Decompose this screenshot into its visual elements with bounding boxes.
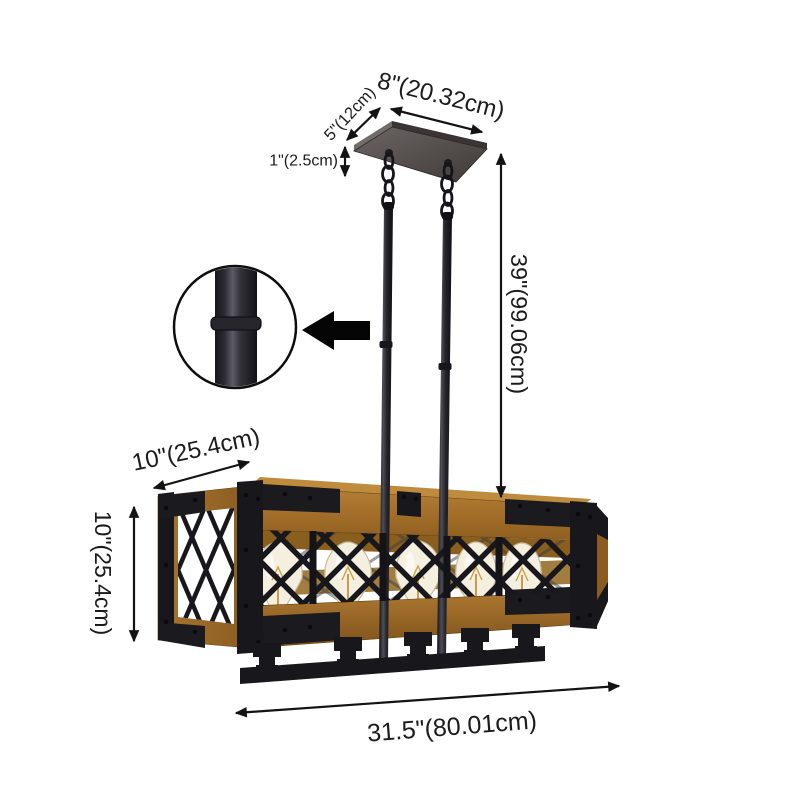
dim-fixture-height-label: 10"(25.4cm) <box>90 511 116 636</box>
end-bracket-top-left <box>158 491 205 519</box>
fixture-box-frame <box>157 477 608 654</box>
bolt-heads <box>163 491 593 645</box>
suspension-rod-right <box>437 215 452 656</box>
ceiling-canopy <box>353 121 488 183</box>
detail-pointer-arrow <box>302 311 370 350</box>
dim-fixture-width: 31.5"(80.01cm) <box>234 681 621 748</box>
socket-rail <box>240 624 545 684</box>
front-left-post <box>237 480 263 654</box>
dim-fixture-width-arrow <box>234 681 621 718</box>
chain-right <box>440 162 454 221</box>
socket-stem-3 <box>404 632 432 660</box>
front-right-post <box>570 501 597 629</box>
right-end-cap-bottom <box>597 582 608 626</box>
corner-bracket-top-left <box>263 484 340 513</box>
rod-top-cap-left <box>383 202 394 210</box>
dim-canopy-width-label: 8"(20.32cm) <box>375 67 508 125</box>
rod-connector-left <box>379 341 393 348</box>
dim-suspension-height: 39"(99.06cm) <box>495 152 532 499</box>
socket-stem-1 <box>253 643 281 671</box>
socket-stem-4 <box>461 628 489 656</box>
end-bracket-bottom-left <box>158 622 205 648</box>
rod-connector-right <box>438 363 452 370</box>
dim-fixture-height: 10"(25.4cm) <box>90 505 140 643</box>
dim-fixture-depth-arrow <box>152 459 251 491</box>
socket-stem-5 <box>512 624 540 652</box>
socket-stem-2 <box>334 637 362 665</box>
dim-canopy-depth-arrow <box>346 107 381 141</box>
corner-bracket-bottom-left <box>263 612 340 646</box>
chain-left <box>381 152 395 211</box>
corner-bracket-bottom-right <box>505 587 570 615</box>
lattice-dividers <box>309 531 503 604</box>
dim-canopy-height: 1"(2.5cm) <box>269 145 351 178</box>
center-top-bracket <box>397 491 421 517</box>
corner-bracket-top-right <box>505 499 570 527</box>
detail-rod-joint <box>210 316 262 331</box>
top-face-sliver <box>250 477 591 506</box>
dim-suspension-height-label: 39"(99.06cm) <box>506 254 532 394</box>
right-end-cap-top <box>597 506 608 540</box>
rod-detail-callout <box>172 264 298 390</box>
dim-canopy-height-label: 1"(2.5cm) <box>269 153 338 170</box>
rod-top-cap-right <box>442 212 453 220</box>
dim-fixture-width-label: 31.5"(80.01cm) <box>366 706 538 747</box>
dim-fixture-depth: 10"(25.4cm) <box>130 423 263 491</box>
dim-fixture-depth-label: 10"(25.4cm) <box>130 423 263 476</box>
dim-canopy-width-arrow <box>389 106 484 135</box>
bottom-rail <box>240 646 545 684</box>
